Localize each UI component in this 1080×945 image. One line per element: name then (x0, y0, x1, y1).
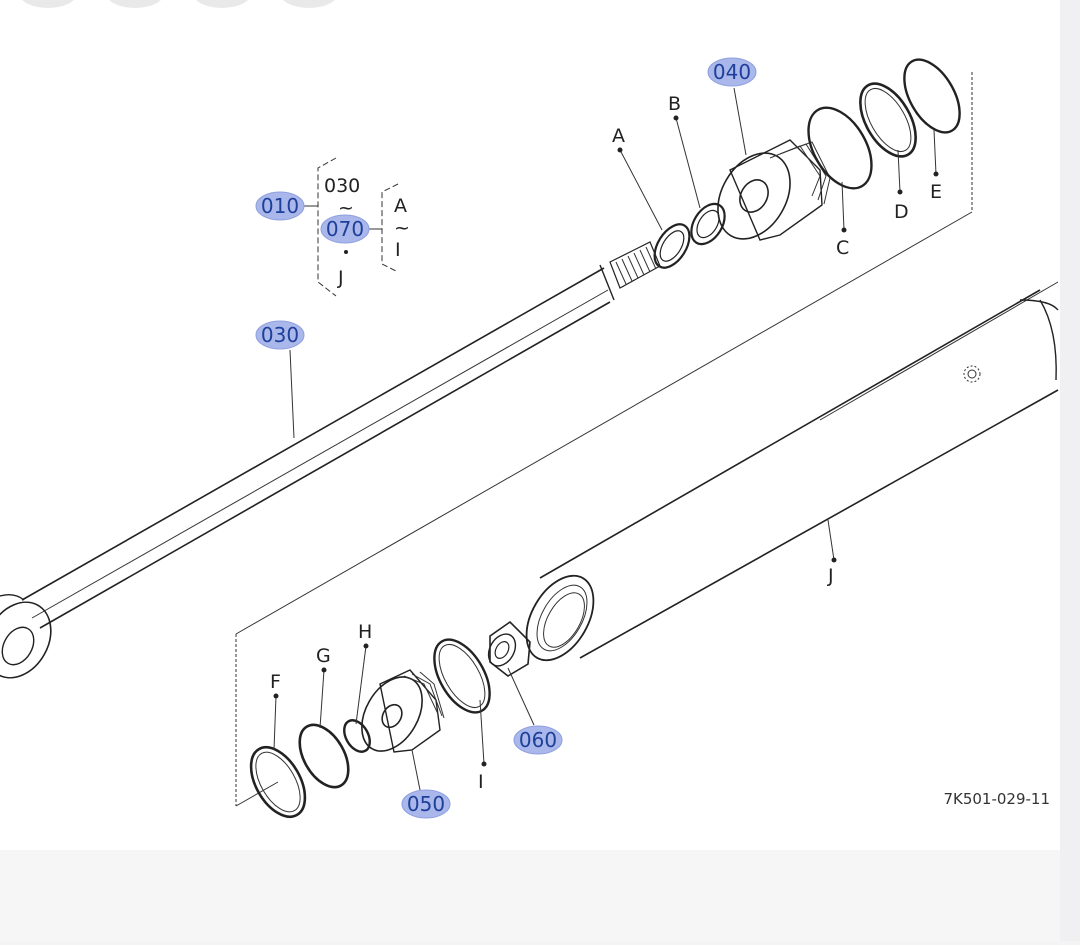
hotspot-040-label: 040 (713, 60, 751, 84)
seal-A-ring (653, 223, 691, 269)
assembly-frame-lines (235, 72, 1059, 807)
label-H: H (358, 621, 372, 643)
top-partial-shapes (22, 0, 335, 8)
cylinder-tube (525, 289, 1059, 662)
piston-rod (0, 241, 661, 679)
drawing-number: 7K501-029-11 (943, 790, 1050, 808)
bracket-inner-top: A (394, 195, 407, 217)
label-J: J (827, 565, 834, 587)
hotspot-030-label: 030 (261, 323, 299, 347)
bottom-panel (0, 850, 1060, 941)
label-G: G (316, 645, 331, 667)
wear-ring-I (433, 638, 491, 714)
bracket-outer-bottom: J (337, 267, 344, 289)
hotspot-060[interactable]: 060 (513, 725, 563, 755)
seal-B-ring (690, 202, 726, 246)
exploded-view-svg: 030 ~ J A ~ I A B C D E F G H I J 010 07… (0, 0, 1059, 819)
hotspot-060-label: 060 (519, 728, 557, 752)
o-ring-E (903, 58, 961, 134)
o-ring-C (807, 106, 873, 190)
o-ring-G (298, 723, 350, 789)
hotspot-050-label: 050 (407, 792, 445, 816)
backup-ring-D (859, 82, 917, 158)
kit-bracket: 030 ~ J A ~ I (304, 157, 410, 297)
label-D: D (894, 201, 909, 223)
hotspot-040[interactable]: 040 (707, 57, 757, 87)
letter-labels: A B C D E F G H I J (270, 93, 942, 793)
hotspot-050[interactable]: 050 (401, 789, 451, 819)
leader-lines (273, 87, 937, 791)
hotspot-010-label: 010 (261, 194, 299, 218)
rod-guide-gland (717, 139, 831, 241)
parts-diagram: 030 ~ J A ~ I A B C D E F G H I J 010 07… (0, 0, 1060, 941)
bracket-outer-tilde: ~ (338, 197, 354, 219)
o-ring-H (343, 719, 371, 753)
hotspot-030[interactable]: 030 (255, 320, 305, 350)
label-B: B (668, 93, 681, 115)
bracket-inner-bottom: I (395, 239, 401, 261)
label-C: C (836, 237, 849, 259)
label-F: F (270, 671, 281, 693)
hotspot-010[interactable]: 010 (255, 191, 305, 221)
lock-nut (487, 620, 531, 677)
label-E: E (930, 181, 942, 203)
vertical-scrollbar[interactable] (1060, 0, 1080, 941)
seal-F-ring (249, 746, 307, 818)
bracket-inner-tilde: ~ (394, 217, 410, 239)
label-A: A (612, 125, 625, 147)
bracket-outer-top: 030 (324, 175, 360, 197)
leader-dots (273, 115, 939, 767)
hotspot-070-label: 070 (326, 217, 364, 241)
piston (361, 669, 445, 753)
hotspot-070[interactable]: 070 (320, 214, 370, 244)
label-I: I (478, 771, 484, 793)
